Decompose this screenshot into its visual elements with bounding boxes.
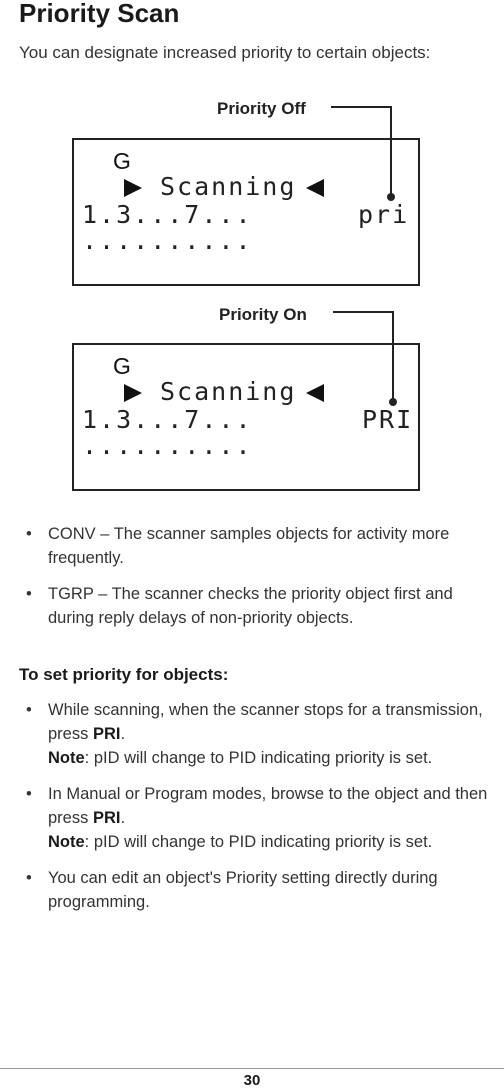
note: Note: pID will change to PID indicating … bbox=[48, 833, 433, 851]
list-item: You can edit an object's Priority settin… bbox=[19, 866, 489, 914]
right-arrow-icon bbox=[124, 179, 142, 197]
page-number: 30 bbox=[243, 1072, 261, 1089]
lcd-channel-row: 1.3...7... bbox=[82, 200, 253, 229]
section-heading: To set priority for objects: bbox=[19, 665, 229, 684]
leader-line-priority-off bbox=[331, 106, 392, 196]
lcd-channel-row: 1.3...7... bbox=[82, 405, 253, 434]
lcd-display-priority-on: G Scanning 1.3...7... PRI .......... bbox=[72, 343, 420, 491]
lcd-status-text: Scanning bbox=[160, 172, 297, 201]
callout-label-priority-on: Priority On bbox=[219, 305, 307, 324]
lcd-dots-row: .......... bbox=[82, 226, 253, 255]
lcd-status-text: Scanning bbox=[160, 377, 297, 406]
note: Note: pID will change to PID indicating … bbox=[48, 749, 433, 767]
leader-dot-priority-off bbox=[387, 193, 395, 201]
footer-divider bbox=[0, 1068, 504, 1069]
intro-paragraph: You can designate increased priority to … bbox=[19, 43, 431, 62]
lcd-dots-row: .......... bbox=[82, 431, 253, 460]
list-item: TGRP – The scanner checks the priority o… bbox=[19, 582, 489, 630]
lcd-group-indicator: G bbox=[113, 148, 131, 174]
mode-list: CONV – The scanner samples objects for a… bbox=[19, 522, 489, 642]
leader-line-priority-on bbox=[333, 311, 394, 401]
right-arrow-icon bbox=[124, 384, 142, 402]
callout-label-priority-off: Priority Off bbox=[217, 99, 306, 118]
lcd-priority-indicator: PRI bbox=[362, 405, 414, 434]
list-item: While scanning, when the scanner stops f… bbox=[19, 698, 489, 770]
list-item: In Manual or Program modes, browse to th… bbox=[19, 782, 489, 854]
list-item: CONV – The scanner samples objects for a… bbox=[19, 522, 489, 570]
lcd-group-indicator: G bbox=[113, 353, 131, 379]
left-arrow-icon bbox=[306, 384, 324, 402]
left-arrow-icon bbox=[306, 179, 324, 197]
page-title: Priority Scan bbox=[19, 0, 180, 28]
pri-key-label: PRI bbox=[92, 809, 121, 827]
leader-dot-priority-on bbox=[389, 398, 397, 406]
pri-key-label: PRI bbox=[92, 725, 121, 743]
callout-leader-lines bbox=[331, 106, 397, 406]
lcd-priority-indicator: pri bbox=[358, 200, 410, 229]
steps-list: While scanning, when the scanner stops f… bbox=[19, 698, 489, 926]
lcd-display-priority-off: G Scanning 1.3...7... pri .......... bbox=[72, 138, 420, 286]
